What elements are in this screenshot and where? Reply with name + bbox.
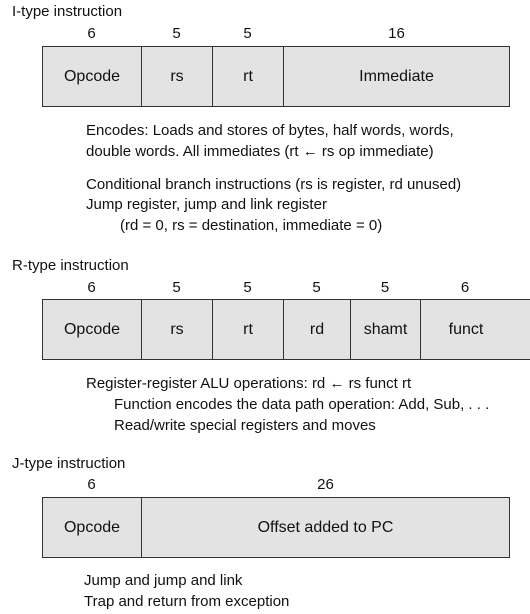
r-type-desc-line-2: Function encodes the data path operation… <box>114 396 490 413</box>
r-type-width-rs: 5 <box>172 279 181 296</box>
j-type-title: J-type instruction <box>12 455 126 472</box>
j-type-width-offset: 26 <box>317 476 334 493</box>
r-type-width-opcode: 6 <box>87 279 96 296</box>
r-type-field-rs: rs <box>142 300 213 359</box>
r-type-desc-line-1: Register-register ALU operations: rd ← r… <box>86 375 412 392</box>
i-type-desc-line-1: Encodes: Loads and stores of bytes, half… <box>86 122 454 139</box>
r-type-field-funct: funct <box>448 320 484 338</box>
i-type-desc-line-2: double words. All immediates (rt ← rs op… <box>86 143 434 160</box>
i-type-width-rt: 5 <box>243 25 252 42</box>
j-type-width-opcode: 6 <box>87 476 96 493</box>
j-type-field-offset: Offset added to PC <box>257 518 394 536</box>
r-type-width-rd: 5 <box>312 279 321 296</box>
r-type-field-shamt: shamt <box>351 300 421 359</box>
r-type-width-rt: 5 <box>243 279 252 296</box>
r-type-title: R-type instruction <box>12 257 129 274</box>
i-type-width-rs: 5 <box>172 25 181 42</box>
i-type-field-rt: rt <box>213 47 284 106</box>
j-type-field-opcode: Opcode <box>43 498 142 557</box>
r-type-format-box: Opcode rs rt rd shamt funct <box>42 299 530 360</box>
r-type-desc-line-3: Read/write special registers and moves <box>114 417 376 434</box>
r-type-field-rt: rt <box>213 300 284 359</box>
r-type-width-shamt: 5 <box>380 279 390 296</box>
r-type-field-rd: rd <box>284 300 351 359</box>
i-type-format-box: Opcode rs rt Immediate <box>42 46 510 107</box>
i-type-width-opcode: 6 <box>87 25 96 42</box>
j-type-format-box: Opcode Offset added to PC <box>42 497 510 558</box>
i-type-desc-line-3: Conditional branch instructions (rs is r… <box>86 176 462 193</box>
i-type-title: I-type instruction <box>12 3 123 20</box>
i-type-width-immediate: 16 <box>388 25 405 42</box>
i-type-field-rs: rs <box>142 47 213 106</box>
r-type-width-funct: 6 <box>460 279 470 296</box>
i-type-desc-line-5: (rd = 0, rs = destination, immediate = 0… <box>120 217 383 234</box>
i-type-field-immediate: Immediate <box>359 67 434 85</box>
i-type-desc-line-4: Jump register, jump and link register <box>86 196 327 213</box>
j-type-desc-line-2: Trap and return from exception <box>84 593 290 610</box>
r-type-field-opcode: Opcode <box>43 300 142 359</box>
i-type-field-opcode: Opcode <box>43 47 142 106</box>
j-type-desc-line-1: Jump and jump and link <box>84 572 243 589</box>
